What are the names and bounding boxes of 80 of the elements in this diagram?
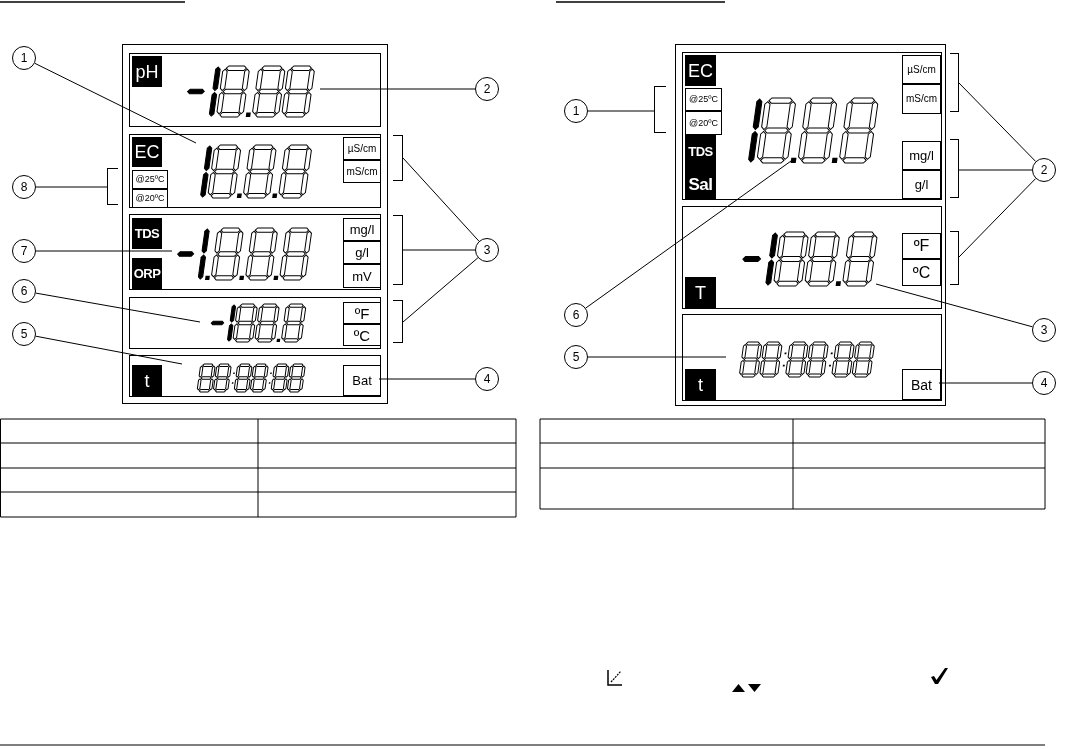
callout-number: 2 [475, 77, 499, 101]
unit-label: @20ºC [132, 189, 168, 208]
leader-line [587, 356, 727, 358]
unit-label: g/l [343, 241, 381, 264]
display-panel [682, 314, 942, 401]
leader-line [585, 160, 792, 309]
lcd-frame [122, 44, 388, 404]
indicator-label: EC [685, 55, 716, 86]
callout-number: 7 [12, 239, 36, 263]
leader-line [958, 82, 1037, 162]
indicator-label: TDS [132, 218, 162, 249]
bracket [393, 135, 403, 181]
callout-number: 8 [12, 175, 36, 199]
segment-display [174, 228, 315, 280]
leader-line [875, 283, 1033, 328]
unit-label: ºC [902, 259, 941, 286]
indicator-label: T [685, 277, 716, 308]
callout-number: 5 [12, 322, 36, 346]
callout-number: 3 [475, 238, 499, 262]
unit-label: mg/l [343, 218, 381, 241]
leader-line [35, 186, 108, 188]
indicator-label: pH [132, 56, 162, 87]
display-panel [682, 52, 942, 200]
unit-label: mg/l [902, 141, 941, 170]
display-panel [129, 134, 381, 208]
leader-line [35, 292, 201, 323]
leader-line [34, 62, 197, 144]
callout-number: 6 [12, 279, 36, 303]
unit-label: Bat [343, 365, 381, 396]
leader-line [587, 110, 655, 112]
unit-label: ºF [902, 233, 941, 259]
callout-number: 1 [12, 46, 36, 70]
bracket [950, 53, 959, 112]
unit-label: µS/cm [902, 55, 941, 84]
leader-line [35, 335, 183, 365]
bracket [654, 86, 666, 133]
leader-line [35, 250, 173, 252]
leader-line [938, 382, 1033, 384]
callout-number: 4 [475, 367, 499, 391]
bracket [393, 215, 403, 285]
display-panel [129, 214, 381, 290]
callout-number: 5 [564, 345, 588, 369]
unit-label: ºF [343, 302, 381, 324]
display-panel [129, 297, 381, 349]
leader-line [958, 178, 1037, 258]
display-panel [129, 355, 381, 397]
unit-label: mS/cm [343, 160, 381, 183]
bracket [950, 231, 959, 285]
unit-label: ºC [343, 324, 381, 346]
leader-line [402, 157, 480, 242]
callout-number: 4 [1032, 371, 1056, 395]
indicator-label: t [685, 369, 716, 401]
unit-label: g/l [902, 170, 941, 199]
callout-number: 3 [1032, 318, 1056, 342]
indicator-label: EC [132, 137, 162, 167]
display-panel [682, 206, 942, 309]
leader-line [402, 249, 476, 251]
unit-label: @25ºC [685, 88, 722, 111]
unit-label: mS/cm [902, 84, 941, 114]
lcd-frame [675, 44, 946, 406]
callout-number: 1 [564, 99, 588, 123]
unit-label: mV [343, 264, 381, 288]
display-panel [129, 53, 381, 127]
unit-label: @25ºC [132, 170, 168, 189]
indicator-label: TDS [685, 135, 716, 168]
indicator-label: ORP [132, 258, 162, 289]
leader-line [958, 169, 1033, 171]
leader-line [378, 378, 476, 380]
indicator-label: t [132, 365, 162, 396]
leader-line [402, 257, 479, 323]
bracket [393, 300, 403, 343]
callout-number: 6 [564, 303, 588, 327]
callout-number: 2 [1032, 158, 1056, 182]
leader-line [319, 88, 476, 90]
bracket [107, 168, 118, 205]
unit-label: µS/cm [343, 137, 381, 160]
bracket [950, 139, 959, 198]
unit-label: Bat [902, 369, 941, 400]
indicator-label: Sal [685, 168, 716, 200]
unit-label: @20ºC [685, 111, 722, 135]
